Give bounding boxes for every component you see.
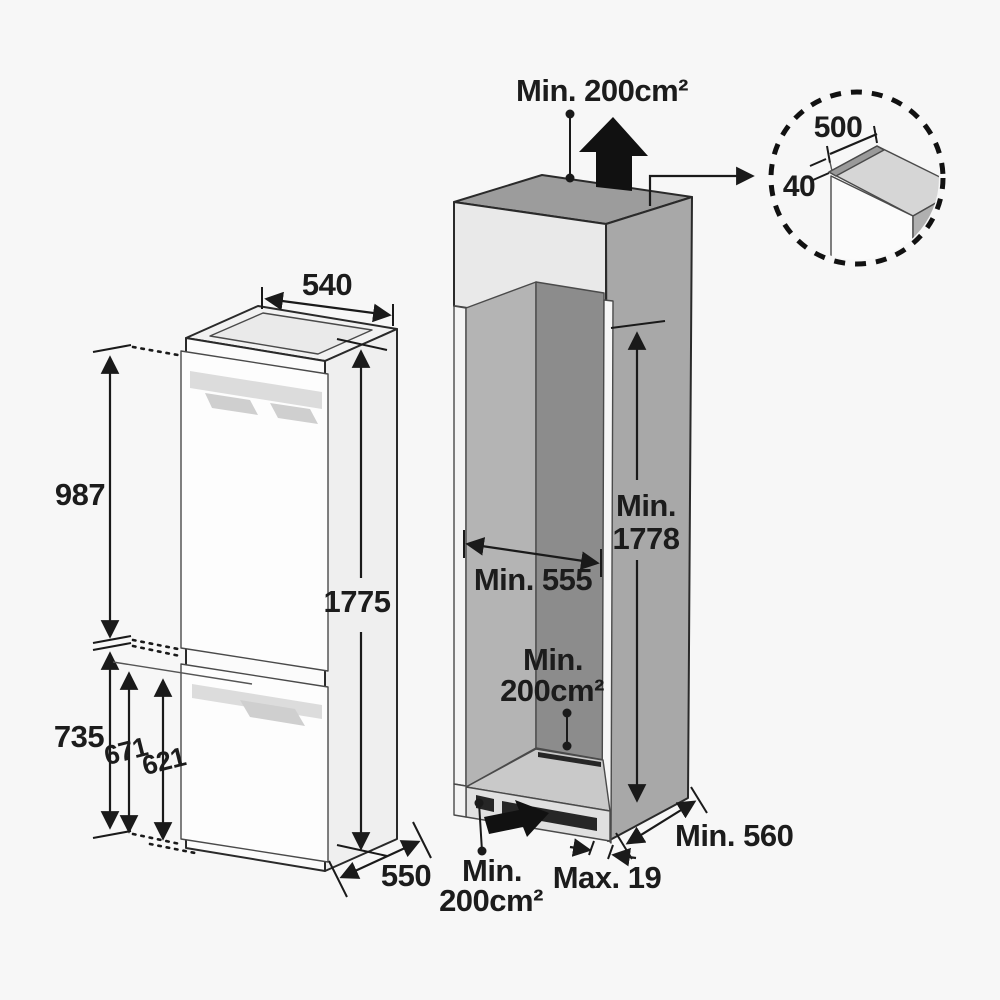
mid-vent-label-line1: Min.	[523, 642, 583, 677]
niche-height-dimension: Min. 1778	[610, 320, 680, 803]
detail-clearance-strip	[828, 145, 885, 177]
fridge-depth-label: 550	[381, 858, 431, 893]
cabinet-depth-dimension: Min. 560	[615, 786, 794, 860]
detail-width-label: 500	[814, 111, 863, 144]
fridge-lower-height-label: 735	[54, 719, 104, 754]
cabinet-depth-label: Min. 560	[675, 818, 793, 853]
top-vent-label: Min. 200cm²	[516, 73, 688, 108]
niche-height-label-line2: 1778	[613, 521, 680, 556]
fridge-depth-dimension: 550	[328, 821, 432, 898]
bottom-vent-annotation: Min. 200cm²	[439, 798, 549, 918]
detail-height-label: 40	[783, 170, 815, 203]
fridge-width-label: 540	[302, 267, 352, 302]
detail-width-dimension: 500	[814, 111, 878, 172]
bottom-vent-arrow	[484, 800, 549, 837]
detail-side-face	[912, 187, 939, 260]
plinth-gap-label: Max. 19	[553, 860, 662, 895]
niche-right-front-strip	[601, 299, 614, 844]
detail-front-face	[830, 175, 914, 260]
fridge-lower-height-dimension: 735	[54, 642, 182, 846]
plinth-gap-dimension: Max. 19	[553, 838, 662, 895]
niche-width-label: Min. 555	[474, 562, 593, 597]
fridge-lower-hinge-detail	[240, 700, 305, 726]
top-vent-arrow	[579, 117, 648, 191]
mid-vent-annotation: Min. 200cm²	[500, 642, 605, 751]
niche-left-wall	[465, 281, 537, 788]
bottom-vent-label-line2: 200cm²	[439, 883, 543, 918]
fridge-upper-hinge-mechanism	[190, 371, 322, 409]
fridge-total-height-dimension: 1775	[324, 338, 391, 857]
fridge-top-inner-panel	[209, 312, 373, 355]
fridge-width-dimension: 540	[261, 267, 394, 326]
fridge-upper-height-dimension: 987	[55, 344, 180, 651]
niche-height-label-line1: Min.	[616, 488, 676, 523]
detail-callout-line	[648, 166, 755, 206]
mid-vent-label-line2: 200cm²	[500, 673, 604, 708]
rear-vent-slot	[538, 752, 601, 767]
fridge-upper-door	[180, 350, 329, 672]
fridge-drawing: 540 987 1775 735	[54, 267, 432, 898]
niche-width-dimension: Min. 555	[463, 530, 602, 597]
cabinet-drawing: Min. 200cm² Min. 1778 Min. 555 Min. 200c…	[439, 73, 794, 918]
fridge-upper-hinge-detail	[205, 393, 258, 415]
fridge-upper-height-label: 987	[55, 477, 105, 512]
fridge-upper-hinge-detail-2	[270, 403, 318, 424]
bottom-vent-label-line1: Min.	[462, 853, 522, 888]
top-vent-annotation: Min. 200cm²	[516, 73, 689, 191]
detail-height-dimension: 40	[783, 158, 830, 203]
detail-circle: 500 40	[768, 89, 946, 267]
fridge-total-height-label: 1775	[324, 584, 391, 619]
cabinet-stile-bottom	[453, 783, 467, 818]
